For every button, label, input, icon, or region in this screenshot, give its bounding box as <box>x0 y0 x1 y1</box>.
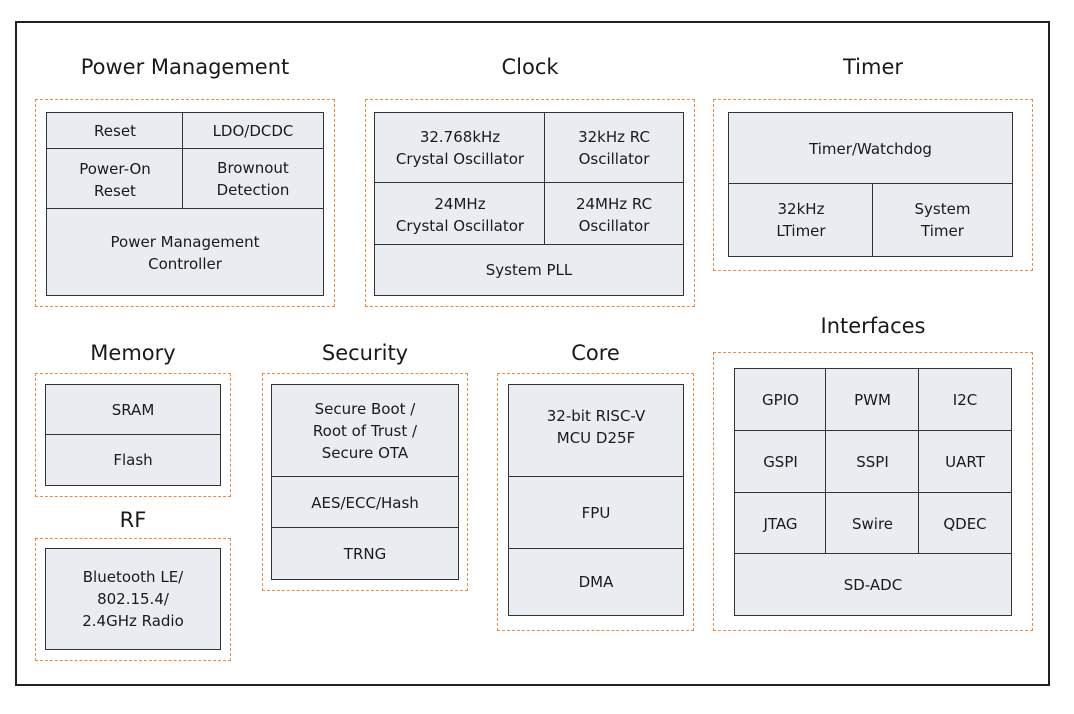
diagram-frame <box>15 21 1050 686</box>
memory-group <box>35 373 231 497</box>
rc-24m-block: 24MHz RC Oscillator <box>544 182 684 246</box>
ldo-dcdc-block: LDO/DCDC <box>182 112 324 150</box>
power-management-group <box>35 99 335 307</box>
timer-title: Timer <box>842 55 904 79</box>
memory-title: Memory <box>90 341 176 365</box>
i2c-block: I2C <box>918 368 1012 432</box>
timer-group <box>713 99 1033 271</box>
fpu-block: FPU <box>508 476 684 550</box>
crystal-32k-block: 32.768kHz Crystal Oscillator <box>374 112 546 184</box>
secure-boot-block: Secure Boot / Root of Trust / Secure OTA <box>271 384 459 478</box>
pwm-block: PWM <box>825 368 920 432</box>
clock-group <box>365 99 695 307</box>
power-management-controller-block: Power Management Controller <box>46 208 324 296</box>
dma-block: DMA <box>508 548 684 616</box>
clock-title: Clock <box>501 55 559 79</box>
jtag-block: JTAG <box>734 492 827 555</box>
power-on-reset-block: Power-On Reset <box>46 148 184 210</box>
trng-block: TRNG <box>271 527 459 580</box>
swire-block: Swire <box>825 492 920 555</box>
gpio-block: GPIO <box>734 368 827 432</box>
security-title: Security <box>321 341 409 365</box>
interfaces-title: Interfaces <box>820 314 926 338</box>
reset-block: Reset <box>46 112 184 150</box>
core-group <box>497 373 694 631</box>
mcu-block: 32-bit RISC-V MCU D25F <box>508 384 684 478</box>
sram-block: SRAM <box>45 384 221 436</box>
flash-block: Flash <box>45 434 221 486</box>
crystal-24m-block: 24MHz Crystal Oscillator <box>374 182 546 246</box>
aes-ecc-hash-block: AES/ECC/Hash <box>271 476 459 529</box>
rf-group <box>35 538 231 661</box>
timer-watchdog-block: Timer/Watchdog <box>728 112 1013 185</box>
core-title: Core <box>571 341 620 365</box>
gspi-block: GSPI <box>734 430 827 494</box>
qdec-block: QDEC <box>918 492 1012 555</box>
interfaces-group <box>713 352 1033 631</box>
rf-title: RF <box>119 508 147 532</box>
uart-block: UART <box>918 430 1012 494</box>
ltimer-block: 32kHz LTimer <box>728 183 874 257</box>
brownout-detection-block: Brownout Detection <box>182 148 324 210</box>
sspi-block: SSPI <box>825 430 920 494</box>
system-timer-block: System Timer <box>872 183 1013 257</box>
radio-block: Bluetooth LE/ 802.15.4/ 2.4GHz Radio <box>45 548 221 650</box>
sd-adc-block: SD-ADC <box>734 553 1012 616</box>
security-group <box>262 373 468 591</box>
system-pll-block: System PLL <box>374 244 684 296</box>
rc-32k-block: 32kHz RC Oscillator <box>544 112 684 184</box>
power-management-title: Power Management <box>80 55 290 79</box>
